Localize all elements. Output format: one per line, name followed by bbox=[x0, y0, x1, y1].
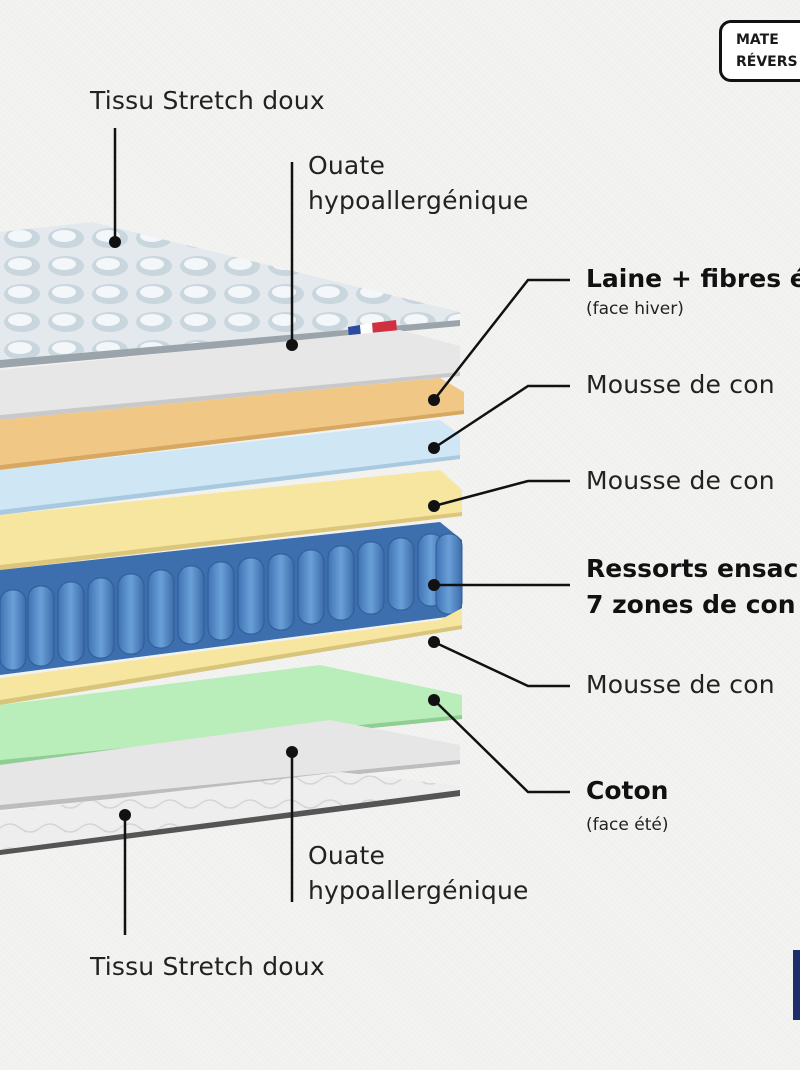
label-bottom-wadding-line1: Ouate bbox=[308, 841, 385, 871]
label-top-fabric: Tissu Stretch doux bbox=[90, 86, 325, 116]
label-foam-1: Mousse de con bbox=[586, 370, 775, 400]
label-foam-3: Mousse de con bbox=[586, 670, 775, 700]
label-bottom-wadding-line2: hypoallergénique bbox=[308, 876, 529, 906]
label-cotton-title: Coton bbox=[586, 776, 668, 806]
label-cotton-sub: (face été) bbox=[586, 815, 668, 835]
label-top-wadding-line1: Ouate bbox=[308, 151, 385, 181]
label-top-wadding-line2: hypoallergénique bbox=[308, 186, 529, 216]
label-springs-line2: 7 zones de con bbox=[586, 590, 796, 620]
corner-logo-mark bbox=[793, 950, 800, 1020]
label-springs-line1: Ressorts ensacl bbox=[586, 554, 800, 584]
label-wool-title: Laine + fibres é bbox=[586, 264, 800, 294]
label-bottom-fabric: Tissu Stretch doux bbox=[90, 952, 325, 982]
reversible-badge: MATE RÉVERS bbox=[719, 20, 800, 82]
badge-line-2: RÉVERS bbox=[736, 51, 800, 73]
badge-line-1: MATE bbox=[736, 29, 800, 51]
label-wool-sub: (face hiver) bbox=[586, 299, 684, 319]
label-foam-2: Mousse de con bbox=[586, 466, 775, 496]
